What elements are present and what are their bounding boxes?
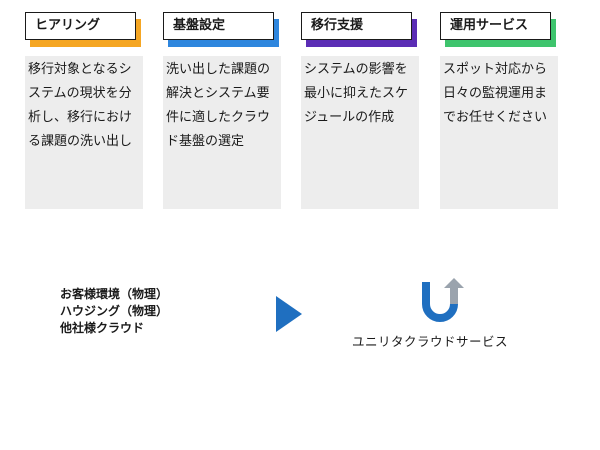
env-item-other-cloud: 他社様クラウド [60, 321, 145, 335]
arrow-right-icon [276, 296, 302, 332]
step-desc-migration: システムの影響を最小に抑えたスケジュールの作成 [301, 56, 419, 209]
step-hearing: ヒアリング [25, 12, 143, 50]
unirita-logo-icon [422, 278, 464, 322]
step-desc-infrastructure: 洗い出した課題の解決とシステム要件に適したクラウド基盤の選定 [163, 56, 281, 209]
logo-text: ユニリタクラウドサービス [352, 334, 509, 349]
step-label-migration: 移行支援 [301, 12, 412, 40]
step-infrastructure: 基盤設定 [163, 12, 281, 50]
step-label-infrastructure: 基盤設定 [163, 12, 274, 40]
step-desc-operation: スポット対応から日々の監視運用までお任せください [440, 56, 558, 209]
step-label-operation: 運用サービス [440, 12, 551, 40]
env-item-housing: ハウジング（物理） [60, 304, 169, 318]
env-item-onprem: お客様環境（物理） [60, 287, 169, 301]
step-migration: 移行支援 [301, 12, 419, 50]
step-desc-hearing: 移行対象となるシステムの現状を分析し、移行における課題の洗い出し [25, 56, 143, 209]
source-environments: お客様環境（物理） ハウジング（物理） 他社様クラウド [60, 286, 168, 337]
step-label-hearing: ヒアリング [25, 12, 136, 40]
step-operation: 運用サービス [440, 12, 558, 50]
